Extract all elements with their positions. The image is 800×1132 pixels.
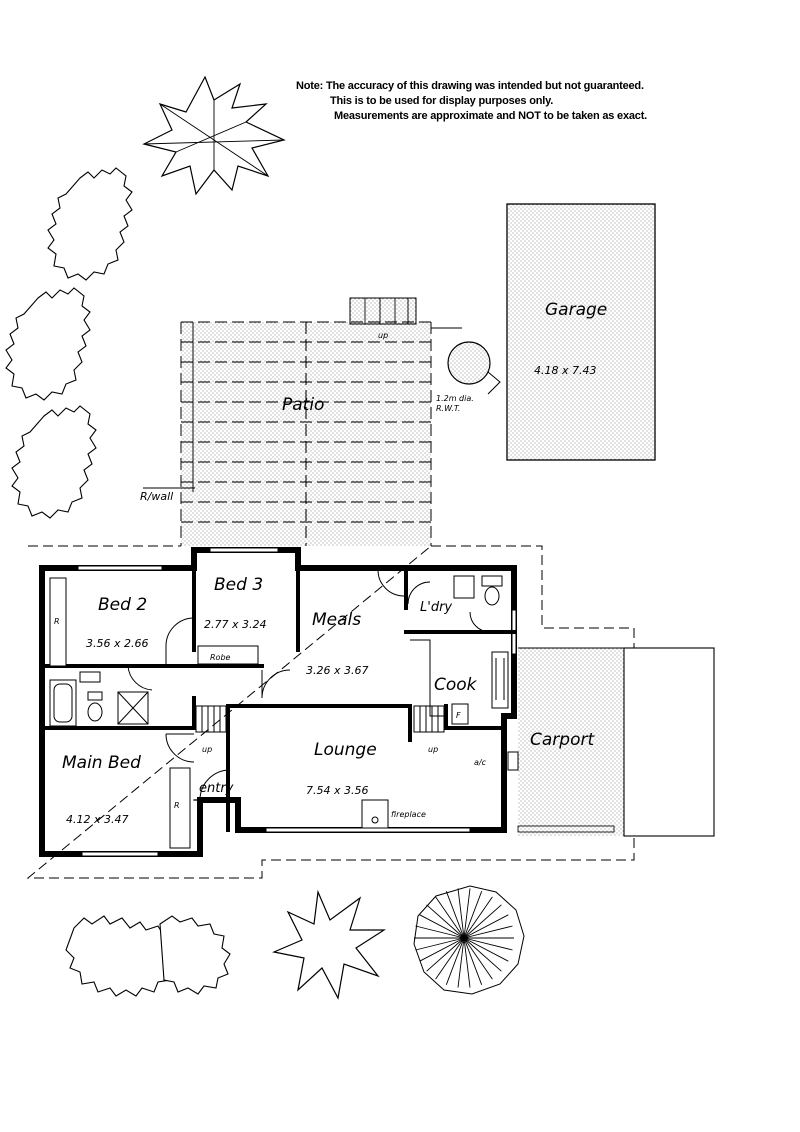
lounge-label: Lounge <box>314 740 377 760</box>
lounge-dims: 7.54 x 3.56 <box>306 784 369 797</box>
bed2-label: Bed 2 <box>98 595 147 615</box>
patio-label: Patio <box>282 395 324 415</box>
meals-label: Meals <box>312 610 361 630</box>
disclaimer-line-2: This is to be used for display purposes … <box>330 95 554 107</box>
property-boundary <box>26 545 635 879</box>
fixtures <box>49 575 519 849</box>
fridge-label: F <box>456 711 461 720</box>
main-bed-dims: 4.12 x 3.47 <box>66 813 129 826</box>
main-bed-robe: R <box>174 801 180 810</box>
shrub-bush-icon <box>5 167 231 997</box>
shrub-star-icon <box>142 75 286 196</box>
rainwater-tank <box>447 341 501 395</box>
disclaimer-line-3: Measurements are approximate and NOT to … <box>334 110 648 122</box>
entry-label: entry <box>199 781 234 796</box>
patio-area <box>143 297 462 546</box>
garage-label: Garage <box>545 300 607 320</box>
steps <box>195 705 445 733</box>
cook-label: Cook <box>434 675 478 695</box>
room-labels: Garage 4.18 x 7.43 Patio up 1.2m dia. R.… <box>54 300 607 826</box>
tank-label-1: 1.2m dia. <box>436 394 474 403</box>
garage-area <box>506 203 656 461</box>
laundry-label: L'dry <box>420 600 452 615</box>
carport-area <box>517 647 715 837</box>
bed3-dims: 2.77 x 3.24 <box>204 618 267 631</box>
ac-label: a/c <box>474 758 487 767</box>
garage-dims: 4.18 x 7.43 <box>534 364 597 377</box>
disclaimer-line-1: Note: The accuracy of this drawing was i… <box>296 80 644 92</box>
up-left-label: up <box>202 745 212 754</box>
patio-up: up <box>378 331 388 340</box>
carport-label: Carport <box>530 730 595 750</box>
bed2-robe: R <box>54 617 60 626</box>
meals-dims: 3.26 x 3.67 <box>306 664 369 677</box>
tank-label-2: R.W.T. <box>436 404 460 413</box>
rwall-label: R/wall <box>140 490 173 503</box>
fireplace-label: fireplace <box>391 810 426 819</box>
up-right-label: up <box>428 745 438 754</box>
bed3-robe: Robe <box>210 653 231 662</box>
doors <box>127 569 491 830</box>
main-bed-label: Main Bed <box>62 753 141 773</box>
shrub-spiky-icon <box>271 889 387 1000</box>
shrub-radial-icon <box>413 885 525 995</box>
bed3-label: Bed 3 <box>214 575 263 595</box>
bed2-dims: 3.56 x 2.66 <box>86 637 149 650</box>
